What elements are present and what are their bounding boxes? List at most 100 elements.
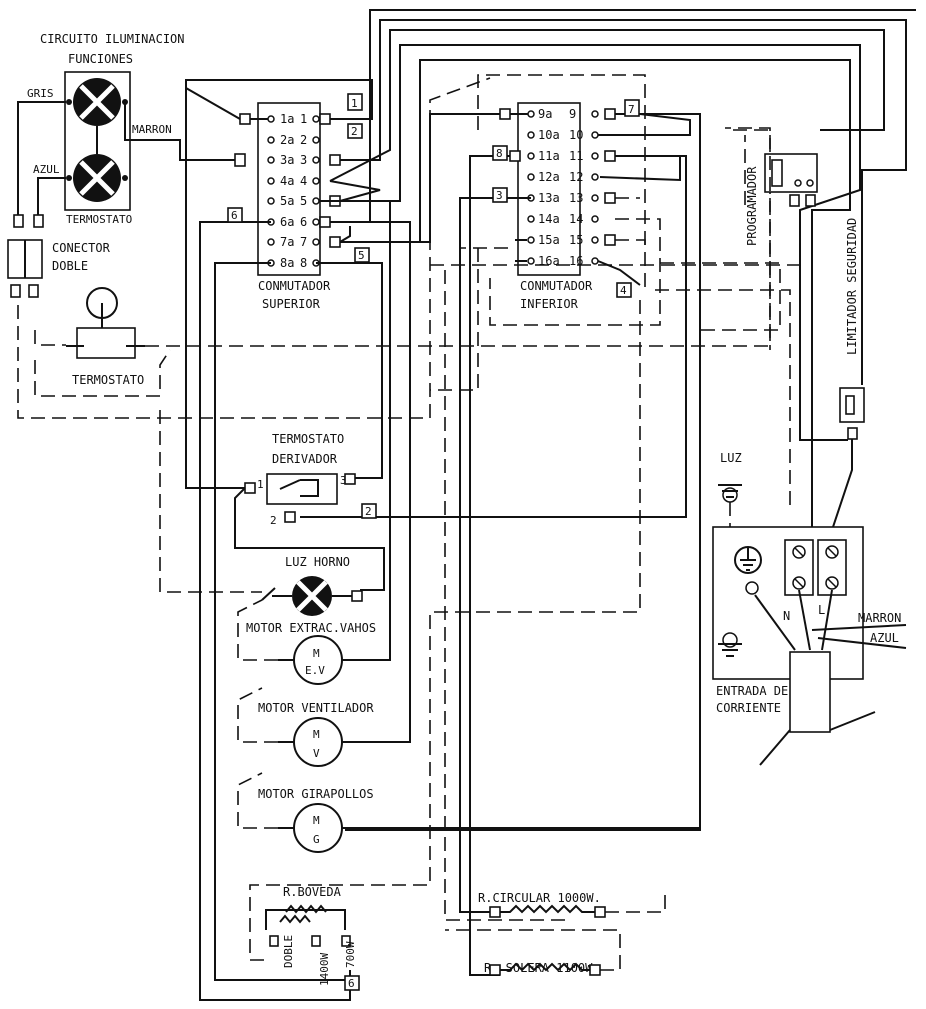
luz-label: LUZ [720, 451, 742, 465]
svg-text:10: 10 [569, 128, 583, 142]
marron-label: MARRON [132, 123, 172, 136]
svg-text:5: 5 [358, 249, 365, 262]
derivator-body [266, 473, 338, 505]
svg-text:4a: 4a [280, 174, 294, 188]
svg-text:12: 12 [569, 170, 583, 184]
derivator-label-2: DERIVADOR [272, 452, 338, 466]
function-lamp-top-icon [73, 78, 121, 126]
svg-text:1a: 1a [280, 112, 294, 126]
oven-lamp-label: LUZ HORNO [285, 555, 350, 569]
connector-label-2: DOBLE [52, 259, 88, 273]
azul-label: AZUL [33, 163, 60, 176]
solera-element [500, 962, 590, 972]
boveda-label: R.BOVEDA [283, 885, 342, 899]
upper-switch-body [257, 102, 321, 276]
upper-switch-label-2: SUPERIOR [262, 297, 321, 311]
motor-extraction-icon: M E.V [293, 635, 343, 685]
motor-rotisserie-label: MOTOR GIRAPOLLOS [258, 787, 374, 801]
svg-text:8: 8 [496, 147, 503, 160]
svg-text:3: 3 [340, 474, 347, 487]
derivator-label-1: TERMOSTATO [272, 432, 344, 446]
lamp-thermostat-label: TERMOSTATO [66, 213, 132, 226]
boveda-element [265, 909, 346, 930]
oven-lamp-icon [292, 576, 332, 616]
function-lamp-bottom-icon [73, 154, 121, 202]
svg-text:6: 6 [300, 215, 307, 229]
svg-text:13a: 13a [538, 191, 560, 205]
svg-text:1: 1 [257, 478, 264, 491]
svg-text:5: 5 [300, 194, 307, 208]
connector-label-1: CONECTOR [52, 241, 111, 255]
marron-wire-label: MARRON [858, 611, 901, 625]
svg-text:8a: 8a [280, 256, 294, 270]
svg-text:M: M [313, 728, 320, 741]
svg-text:2: 2 [365, 505, 372, 518]
lower-switch-label-1: CONMUTADOR [520, 279, 593, 293]
svg-text:11a: 11a [538, 149, 560, 163]
svg-text:G: G [313, 833, 320, 846]
svg-text:V: V [313, 747, 320, 760]
circular-element [500, 904, 595, 914]
svg-text:3a: 3a [280, 153, 294, 167]
lower-switch-label-2: INFERIOR [520, 297, 579, 311]
svg-text:7: 7 [300, 235, 307, 249]
live-label: L [818, 603, 825, 617]
boveda-1400-label: 1400W [318, 953, 331, 986]
svg-text:3: 3 [496, 189, 503, 202]
svg-text:7a: 7a [280, 235, 294, 249]
circular-label: R.CIRCULAR 1000W. [478, 891, 601, 905]
earth-icon [734, 546, 762, 574]
svg-text:9a: 9a [538, 107, 552, 121]
svg-text:6a: 6a [280, 215, 294, 229]
upper-switch-tags: 1 2 6 5 [227, 93, 370, 263]
entrada-label-1: ENTRADA DE [716, 684, 788, 698]
limiter-label: LIMITADOR SEGURIDAD [845, 218, 859, 355]
upper-switch-left-pins: 1a 2a 3a 4a 5a 6a 7a 8a [280, 112, 294, 270]
svg-text:15: 15 [569, 233, 583, 247]
marron-terminal [234, 153, 246, 167]
svg-text:1: 1 [351, 97, 358, 110]
neutral-label: N [783, 609, 790, 623]
svg-text:6: 6 [348, 977, 355, 990]
svg-text:4: 4 [620, 284, 627, 297]
thermostat-body [76, 327, 136, 359]
entrada-label-2: CORRIENTE [716, 701, 781, 715]
upper-switch-right-pins: 1 2 3 4 5 6 7 8 [300, 112, 307, 270]
svg-text:2: 2 [270, 514, 277, 527]
lower-switch-body [517, 102, 581, 276]
svg-text:16: 16 [569, 254, 583, 268]
svg-text:7: 7 [628, 103, 635, 116]
svg-text:1: 1 [300, 112, 307, 126]
boveda-700-label: 700W [344, 941, 357, 968]
svg-text:2: 2 [300, 133, 307, 147]
azul-wire-label: AZUL [870, 631, 899, 645]
svg-text:8: 8 [300, 256, 307, 270]
svg-text:11: 11 [569, 149, 583, 163]
lower-switch-tags: 7 8 3 4 [492, 99, 640, 298]
lighting-title-2: FUNCIONES [68, 52, 133, 66]
terminal-screws-icon [792, 545, 839, 590]
svg-text:3: 3 [300, 153, 307, 167]
motor-extraction-label: MOTOR EXTRAC.VAHOS [246, 621, 376, 635]
gris-label: GRIS [27, 87, 54, 100]
motor-fan-icon: M V [293, 717, 343, 767]
motor-fan-label: MOTOR VENTILADOR [258, 701, 374, 715]
svg-text:9: 9 [569, 107, 576, 121]
svg-text:4: 4 [300, 174, 307, 188]
svg-text:M: M [313, 814, 320, 827]
svg-text:6: 6 [231, 209, 238, 222]
lower-switch-right-pins: 9 10 11 12 13 14 15 16 [569, 107, 583, 268]
programmer-label: PROGRAMADOR [745, 166, 759, 246]
svg-text:2: 2 [351, 125, 358, 138]
tag-6-bottom: 6 [344, 975, 360, 991]
motor-rotisserie-icon: M G [293, 803, 343, 853]
boveda-doble-label: DOBLE [282, 935, 295, 968]
cable-gland [789, 651, 831, 733]
upper-switch-label-1: CONMUTADOR [258, 279, 331, 293]
svg-text:10a: 10a [538, 128, 560, 142]
svg-text:13: 13 [569, 191, 583, 205]
svg-text:2a: 2a [280, 133, 294, 147]
svg-text:12a: 12a [538, 170, 560, 184]
svg-text:M: M [313, 647, 320, 660]
